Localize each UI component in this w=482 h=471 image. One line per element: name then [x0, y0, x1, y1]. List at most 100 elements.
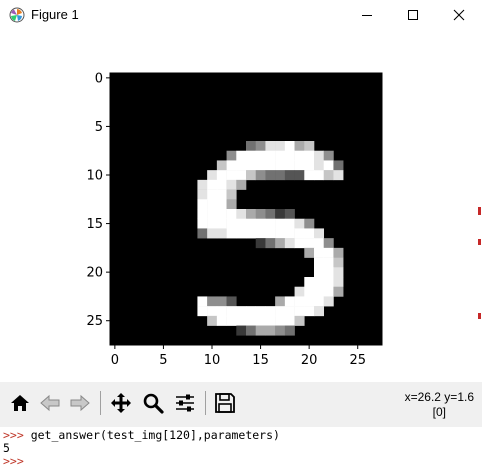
coords-xy: x=26.2 y=1.6 [404, 390, 474, 404]
image-pixel [265, 325, 276, 336]
image-pixel [226, 160, 237, 171]
image-pixel [216, 160, 227, 171]
image-pixel [207, 218, 218, 229]
side-marker [478, 239, 481, 245]
image-pixel [246, 218, 257, 229]
configure-subplots-button[interactable] [171, 389, 199, 417]
image-pixel [304, 247, 315, 258]
zoom-button[interactable] [139, 389, 167, 417]
console-prompt-line: >>> [3, 454, 24, 468]
y-tick-label: 5 [95, 120, 103, 135]
maximize-button[interactable] [390, 0, 436, 30]
y-tick-label: 20 [86, 266, 103, 281]
image-pixel [216, 218, 227, 229]
image-pixel [304, 306, 315, 317]
image-pixel [323, 238, 334, 249]
axes-frame [109, 72, 383, 346]
image-pixel [323, 257, 334, 268]
toolbar-separator [205, 391, 206, 415]
image-pixel [207, 189, 218, 200]
back-button[interactable] [36, 389, 64, 417]
image-pixel [236, 209, 247, 220]
image-pixel [226, 189, 237, 200]
image-pixel [226, 199, 237, 210]
image-pixel [284, 315, 295, 326]
image-pixel [294, 296, 305, 307]
navigation-toolbar: x=26.2 y=1.6 [0] [0, 382, 482, 427]
image-pixel [294, 315, 305, 326]
image-pixel [314, 170, 325, 181]
search-icon [143, 393, 164, 414]
image-pixel [284, 141, 295, 152]
image-pixel [333, 160, 344, 171]
x-tick-label: 20 [301, 353, 318, 368]
image-pixel [304, 218, 315, 229]
window-title: Figure 1 [31, 7, 79, 22]
image-pixel [275, 325, 286, 336]
image-pixel [275, 296, 286, 307]
image-pixel [197, 228, 208, 239]
image-pixel [294, 306, 305, 317]
image-pixel [284, 306, 295, 317]
image-pixel [275, 228, 286, 239]
save-icon [215, 393, 235, 413]
image-pixel [246, 170, 257, 181]
image-pixel [255, 170, 266, 181]
image-pixel [265, 141, 276, 152]
minimize-button[interactable] [344, 0, 390, 30]
x-tick-label: 25 [349, 353, 366, 368]
image-pixel [304, 141, 315, 152]
image-pixel [284, 228, 295, 239]
image-pixel [236, 306, 247, 317]
image-pixel [255, 228, 266, 239]
home-button[interactable] [6, 389, 34, 417]
image-pixel [323, 150, 334, 161]
image-pixel [246, 209, 257, 220]
image-pixel [265, 238, 276, 249]
close-button[interactable] [436, 0, 482, 30]
image-pixel [226, 315, 237, 326]
image-pixel [197, 218, 208, 229]
image-pixel [333, 286, 344, 297]
image-pixel [255, 315, 266, 326]
x-tick-label: 15 [252, 353, 269, 368]
console-command: get_answer(test_img[120],parameters) [23, 428, 280, 442]
image-pixel [226, 150, 237, 161]
image-pixel [314, 257, 325, 268]
side-marker [478, 207, 481, 215]
image-pixel [275, 170, 286, 181]
title-bar[interactable]: Figure 1 [0, 0, 482, 30]
image-pixel [265, 160, 276, 171]
image-pixel [207, 199, 218, 210]
image-pixel [236, 179, 247, 190]
image-pixel [207, 179, 218, 190]
pan-button[interactable] [107, 389, 135, 417]
image-pixel [197, 199, 208, 210]
image-pixel [284, 296, 295, 307]
image-pixel [197, 209, 208, 220]
save-button[interactable] [211, 389, 239, 417]
image-pixel [255, 141, 266, 152]
image-pixel [284, 218, 295, 229]
image-pixel [216, 170, 227, 181]
sliders-icon [176, 394, 194, 412]
forward-button[interactable] [66, 389, 94, 417]
console-command-line: >>> get_answer(test_img[120],parameters) [3, 428, 280, 442]
image-pixel [294, 170, 305, 181]
image-pixel [294, 228, 305, 239]
move-icon [111, 393, 131, 413]
arrow-right-icon [70, 394, 90, 412]
image-pixel [333, 277, 344, 288]
image-pixel [323, 170, 334, 181]
image-pixel [207, 209, 218, 220]
image-pixel [246, 306, 257, 317]
python-console[interactable]: >>> get_answer(test_img[120],parameters)… [0, 427, 482, 471]
image-pixel [294, 218, 305, 229]
image-pixel [265, 315, 276, 326]
image-pixel [314, 160, 325, 171]
image-pixel [246, 160, 257, 171]
image-pixel [216, 179, 227, 190]
